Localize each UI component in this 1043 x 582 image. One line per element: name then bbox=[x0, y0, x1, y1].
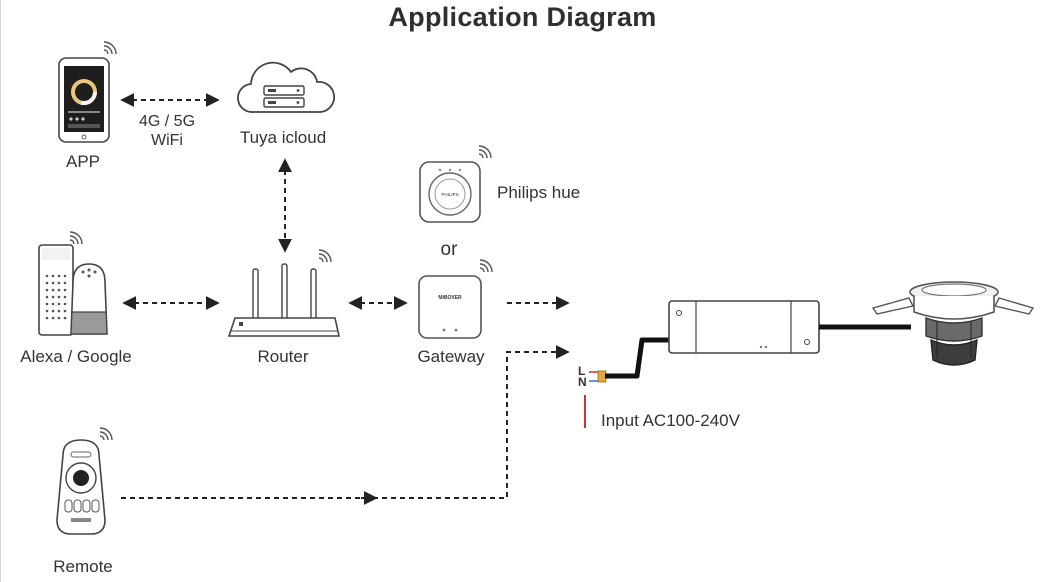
smart-speaker-icon bbox=[38, 231, 108, 336]
router-icon bbox=[227, 249, 340, 337]
app-label: APP bbox=[65, 152, 101, 171]
or-label: or bbox=[440, 239, 458, 260]
svg-text:PHILIPS: PHILIPS bbox=[441, 192, 458, 197]
smartphone-icon bbox=[58, 41, 117, 143]
remote-label: Remote bbox=[53, 557, 113, 576]
gateway-label: Gateway bbox=[417, 347, 485, 366]
philips-hue-label: Philips hue bbox=[497, 183, 581, 202]
router-label: Router bbox=[257, 347, 309, 366]
cloud-icon bbox=[237, 61, 336, 113]
connection-label-line2: WiFi bbox=[151, 132, 183, 149]
live-wire-label: L bbox=[578, 364, 586, 378]
philips-hue-bridge-icon: PHILIPS bbox=[419, 145, 492, 223]
cloud-label: Tuya icloud bbox=[239, 128, 327, 147]
remote-control-icon bbox=[56, 427, 113, 535]
gateway-icon: MiBOXER bbox=[418, 259, 493, 339]
svg-text:MiBOXER: MiBOXER bbox=[438, 295, 462, 301]
diagram-title: Application Diagram bbox=[388, 2, 657, 32]
input-voltage-label: Input AC100-240V bbox=[601, 411, 740, 430]
neutral-wire-label: N bbox=[578, 375, 587, 389]
power-input-wires bbox=[584, 337, 671, 428]
connection-label-line1: 4G / 5G bbox=[138, 113, 196, 130]
alexa-google-label: Alexa / Google bbox=[20, 347, 132, 366]
led-driver-icon bbox=[668, 300, 911, 354]
link-remote-driver bbox=[121, 345, 570, 499]
connection-label: 4G / 5G WiFi bbox=[127, 112, 207, 150]
downlight-icon bbox=[871, 281, 1035, 366]
